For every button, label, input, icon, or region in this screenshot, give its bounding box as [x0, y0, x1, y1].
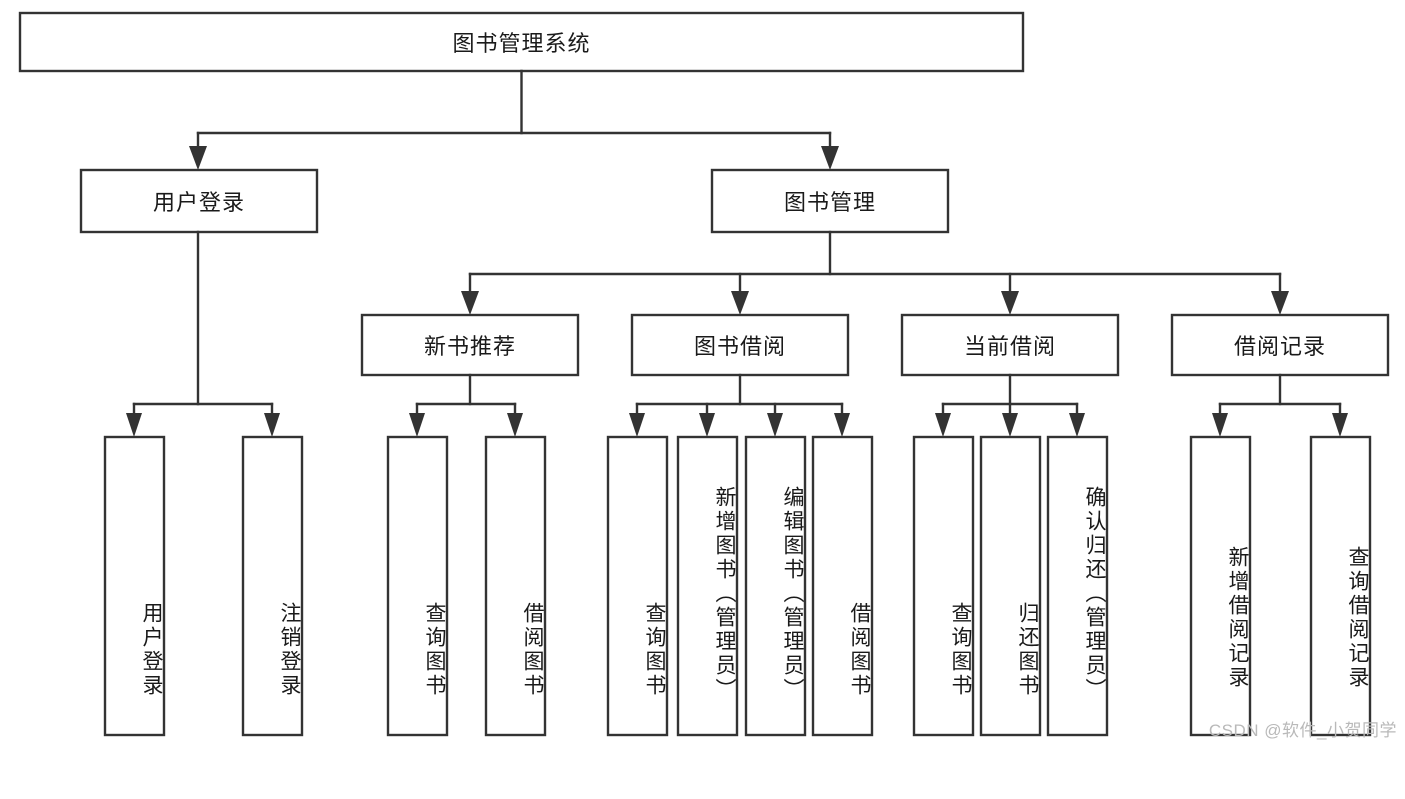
arrow-head-leaf-borrow-book-1 [507, 413, 523, 437]
node-new-book-recommend[interactable] [360, 313, 580, 377]
node-leaf-borrow-book-1[interactable] [484, 435, 547, 737]
node-leaf-query-book-2[interactable] [606, 435, 669, 737]
arrow-head-leaf-query-book-3 [935, 413, 951, 437]
node-book-borrow[interactable] [630, 313, 850, 377]
arrow-head-leaf-logout [264, 413, 280, 437]
diagram-canvas-root: 图书管理系统 用户登录 图书管理 新书推荐 图书借阅 当前借阅 借阅记录 用户登… [18, 11, 1397, 740]
arrow-head-user-login [189, 146, 207, 170]
arrow-head-leaf-borrow-book-2 [834, 413, 850, 437]
node-leaf-query-book-1[interactable] [386, 435, 449, 737]
arrow-head-leaf-query-record [1332, 413, 1348, 437]
arrow-head-book-management [821, 146, 839, 170]
node-leaf-add-book[interactable] [676, 435, 739, 737]
arrow-head-leaf-edit-book [767, 413, 783, 437]
node-current-borrow[interactable] [900, 313, 1120, 377]
arrow-head-leaf-query-book-1 [409, 413, 425, 437]
node-leaf-borrow-book-2[interactable] [811, 435, 874, 737]
arrow-head-book-borrow [731, 291, 749, 315]
arrow-head-borrow-record [1271, 291, 1289, 315]
arrow-head-leaf-user-login [126, 413, 142, 437]
tree-diagram-svg [18, 11, 1390, 737]
node-leaf-logout[interactable] [241, 435, 304, 737]
node-leaf-query-book-3[interactable] [912, 435, 975, 737]
arrow-head-leaf-add-record [1212, 413, 1228, 437]
node-borrow-record[interactable] [1170, 313, 1390, 377]
arrow-head-leaf-query-book-2 [629, 413, 645, 437]
node-root-system[interactable] [18, 11, 1025, 73]
node-leaf-edit-book[interactable] [744, 435, 807, 737]
node-leaf-confirm-return[interactable] [1046, 435, 1109, 737]
csdn-watermark: CSDN @软件_小贺同学 [1208, 721, 1397, 740]
arrow-head-leaf-return-book [1002, 413, 1018, 437]
node-book-management[interactable] [710, 168, 950, 234]
node-leaf-query-record[interactable] [1309, 435, 1372, 737]
arrow-head-new-book-recommend [461, 291, 479, 315]
node-user-login[interactable] [79, 168, 319, 234]
arrow-head-current-borrow [1001, 291, 1019, 315]
arrow-head-leaf-add-book [699, 413, 715, 437]
node-leaf-user-login[interactable] [103, 435, 166, 737]
arrow-head-leaf-confirm-return [1069, 413, 1085, 437]
node-leaf-add-record[interactable] [1189, 435, 1252, 737]
node-leaf-return-book[interactable] [979, 435, 1042, 737]
